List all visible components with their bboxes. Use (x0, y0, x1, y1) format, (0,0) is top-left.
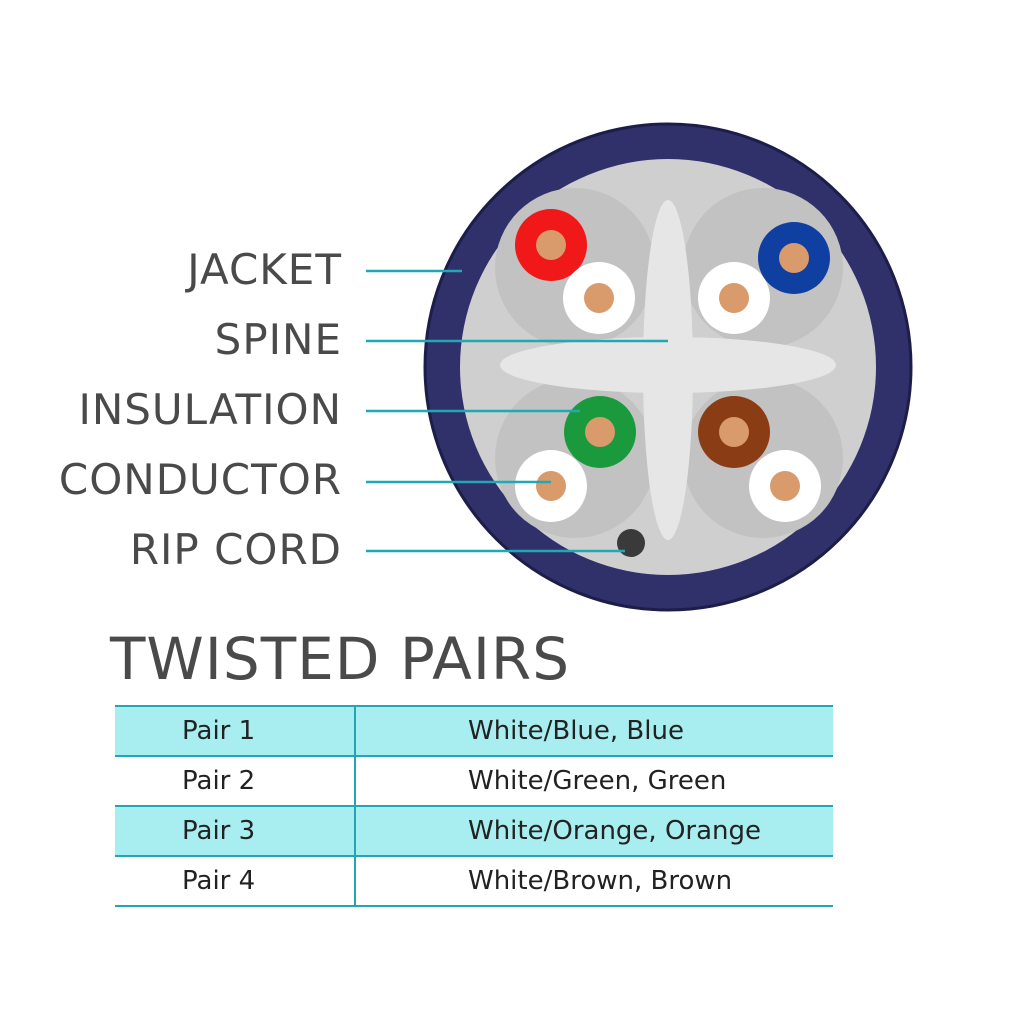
wire-red-conductor (536, 230, 566, 260)
wire-white-conductor-2 (719, 283, 749, 313)
wire-white-conductor-3 (536, 471, 566, 501)
pair-name-cell: Pair 3 (115, 805, 356, 857)
table-row: Pair 2 White/Green, Green (115, 755, 833, 807)
wire-green-conductor (585, 417, 615, 447)
spine-vertical (643, 200, 693, 540)
wire-white-conductor-4 (770, 471, 800, 501)
table-row: Pair 4 White/Brown, Brown (115, 855, 833, 907)
pair-colors-cell: White/Blue, Blue (355, 705, 833, 757)
table-row: Pair 3 White/Orange, Orange (115, 805, 833, 857)
label-jacket: JACKET (187, 245, 342, 294)
pair-name-cell: Pair 4 (115, 855, 356, 907)
pair-name-cell: Pair 1 (115, 705, 356, 757)
pair-colors-cell: White/Green, Green (355, 755, 833, 807)
label-rip-cord: RIP CORD (129, 525, 342, 574)
pair-colors-cell: White/Brown, Brown (355, 855, 833, 907)
rip-cord (617, 529, 645, 557)
wire-blue-conductor (779, 243, 809, 273)
wire-white-conductor-1 (584, 283, 614, 313)
wire-brown-conductor (719, 417, 749, 447)
label-spine: SPINE (214, 315, 342, 364)
table-row: Pair 1 White/Blue, Blue (115, 705, 833, 757)
pair-name-cell: Pair 2 (115, 755, 356, 807)
label-insulation: INSULATION (78, 385, 342, 434)
pair-lobe-bottom-left (495, 378, 655, 538)
section-title: TWISTED PAIRS (110, 625, 571, 693)
label-conductor: CONDUCTOR (58, 455, 342, 504)
twisted-pairs-table: Pair 1 White/Blue, Blue Pair 2 White/Gre… (115, 705, 833, 907)
pair-colors-cell: White/Orange, Orange (355, 805, 833, 857)
